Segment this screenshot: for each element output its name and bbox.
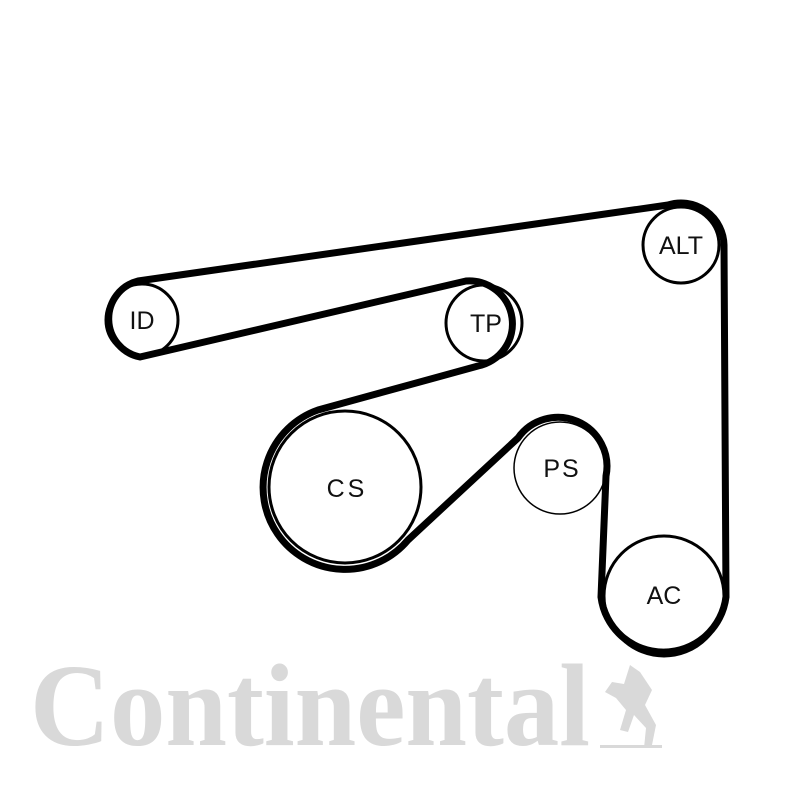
pulleys — [104, 205, 726, 658]
continental-watermark: Continental — [30, 640, 662, 771]
watermark-text: Continental — [30, 640, 590, 771]
drive-belt — [105, 199, 730, 656]
horse-logo-icon — [600, 665, 662, 748]
label-cs: CS — [327, 475, 368, 503]
pulley-alt — [641, 205, 721, 285]
pulley-cs — [267, 409, 423, 565]
label-tp: TP — [470, 310, 502, 338]
label-id: ID — [130, 307, 155, 335]
label-ps: PS — [543, 455, 580, 483]
label-alt: ALT — [659, 232, 703, 260]
pulley-labels: ALT ID TP CS PS AC — [130, 232, 704, 610]
label-ac: AC — [647, 582, 682, 610]
